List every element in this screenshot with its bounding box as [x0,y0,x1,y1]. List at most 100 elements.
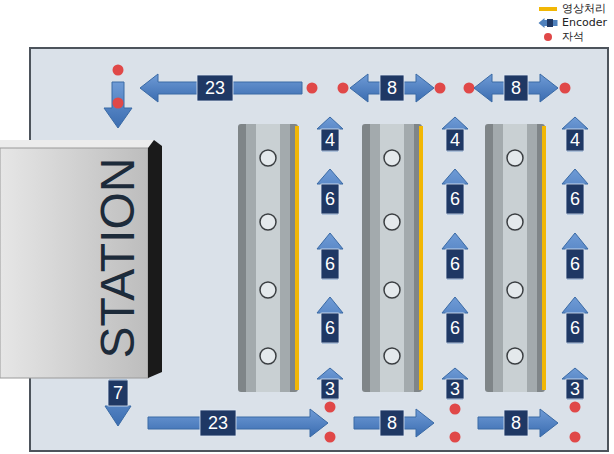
rack-hole [507,214,523,230]
number-box [446,129,464,151]
encoder-box [547,19,553,27]
rack-body [370,124,414,392]
magnet-dot [338,83,349,94]
distance-number: 23 [205,78,225,98]
flow-arrow: 6 [442,233,468,279]
rack-hole [507,348,523,364]
rack-hole [260,150,276,166]
arrow-body [105,380,131,426]
rack-frame [485,124,545,392]
legend-item: 영상처리 [538,2,607,16]
number-box [321,129,339,151]
rack-hole [384,150,400,166]
magnet-dot [464,83,475,94]
station-top [0,140,154,148]
legend-sample [538,17,558,29]
arrow-body [354,409,434,437]
flow-arrow: 6 [317,233,343,279]
vision-line [419,126,423,390]
station-box: STATION [0,138,164,380]
arrow-body [442,297,468,343]
distance-number: 4 [450,130,460,150]
magnet-dot [435,83,446,94]
magnet-dot [325,432,336,443]
rack-stripe [256,124,280,392]
flow-arrow: 7 [105,380,131,426]
number-box [446,184,464,214]
arrow-body [562,169,588,214]
rack-body [246,124,290,392]
station-label: STATION [92,158,144,359]
magnet-dot [450,432,461,443]
rack-stripe [503,124,527,392]
number-box [504,75,528,101]
number-box [566,313,584,343]
legend-text: 영상처리 [562,2,606,16]
arrow-body [562,368,588,399]
number-box [566,184,584,214]
number-box [321,379,339,399]
number-box [504,410,528,436]
flow-arrow: 8 [350,74,434,102]
number-box [566,379,584,399]
distance-number: 6 [450,318,460,338]
distance-number: 8 [387,78,397,98]
flow-arrow [104,82,132,128]
distance-number: 6 [570,254,580,274]
legend-swatch [538,2,558,16]
station-side [148,140,162,378]
rack-hole [384,348,400,364]
arrow-shape [148,409,328,437]
number-box [197,75,233,101]
distance-number: 8 [511,78,521,98]
arrow-body [474,74,558,102]
rack [238,124,299,392]
number-box [380,410,404,436]
magnet-dot [560,83,571,94]
distance-number: 3 [325,379,335,399]
distance-number: 3 [570,379,580,399]
rack [362,124,423,392]
distance-number: 6 [325,254,335,274]
arrow-body [317,117,343,151]
arrow-body [442,368,468,399]
legend-item: Encoder [538,16,607,30]
flow-arrow: 4 [317,117,343,151]
magnet-dot [325,402,336,413]
flow-arrow: 6 [562,233,588,279]
number-box [321,249,339,279]
encoder-icon [539,18,558,28]
number-box [446,379,464,399]
number-box [566,129,584,151]
flow-arrow: 6 [317,297,343,343]
distance-number: 8 [387,413,397,433]
arrow-body [317,297,343,343]
flow-arrow: 3 [562,368,588,399]
flow-arrow: 6 [442,169,468,214]
legend-sample [538,3,558,15]
magnet-dot [307,83,318,94]
arrow-body [317,169,343,214]
flow-arrow: 6 [562,169,588,214]
flow-arrow: 3 [317,368,343,399]
arrow-body [562,117,588,151]
arrow-body [317,368,343,399]
distance-number: 4 [325,130,335,150]
magnet-dot [570,432,581,443]
rack-frame [238,124,298,392]
legend-text: Encoder [562,16,607,30]
number-box [200,410,236,436]
distance-number: 4 [570,130,580,150]
magnet-dot [570,402,581,413]
arrow-body [442,117,468,151]
rack-frame [362,124,422,392]
distance-number: 8 [511,413,521,433]
distance-number: 6 [570,189,580,209]
rack-hole [260,282,276,298]
rack-hole [507,282,523,298]
flow-arrow: 4 [562,117,588,151]
number-box [446,313,464,343]
distance-number: 6 [450,254,460,274]
magnet-dot [450,404,461,415]
legend-sample [538,31,558,43]
